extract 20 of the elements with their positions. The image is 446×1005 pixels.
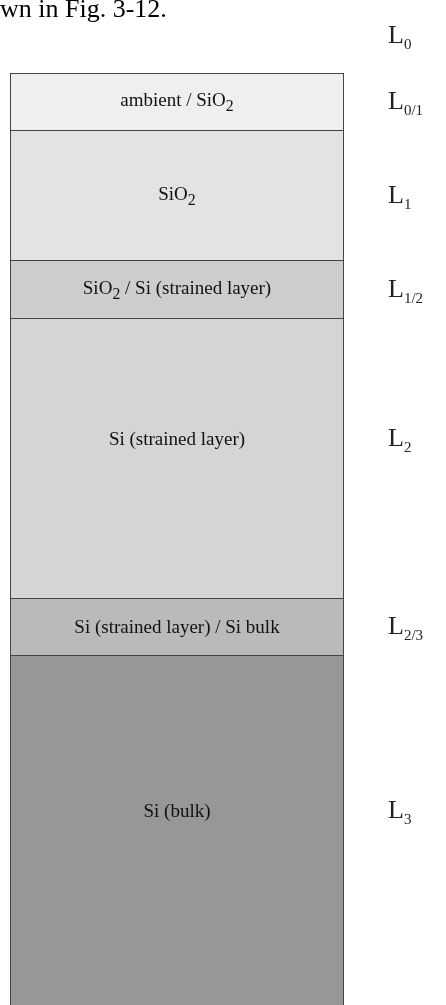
caption-fragment: wn in Fig. 3-12.	[0, 0, 167, 24]
layer-label: SiO$_{2}$ / Si (strained layer)	[82, 276, 272, 303]
layer-symbol: L$_{1}$	[388, 179, 412, 213]
layer-label: Si (bulk)	[143, 800, 211, 822]
layer-band	[10, 318, 344, 599]
layer-symbol: L$_{2/3}$	[388, 611, 424, 645]
layer-label: Si (strained layer) / Si bulk	[74, 616, 280, 638]
layer-label: SiO$_{2}$	[158, 182, 196, 209]
layer-symbol: L$_{0}$	[388, 20, 412, 54]
layer-label: ambient / SiO$_{2}$	[120, 89, 234, 115]
layer-label: Si (strained layer)	[108, 427, 246, 450]
layer-band	[10, 130, 344, 261]
layer-symbol: L$_{2}$	[388, 422, 412, 456]
layer-band	[10, 260, 344, 319]
layer-band	[10, 73, 344, 131]
layer-symbol: L$_{3}$	[388, 795, 412, 829]
layer-symbol: L$_{0/1}$	[388, 86, 424, 120]
layer-symbol: L$_{1/2}$	[388, 273, 424, 307]
layer-band	[10, 598, 344, 656]
layer-band	[10, 655, 344, 1005]
